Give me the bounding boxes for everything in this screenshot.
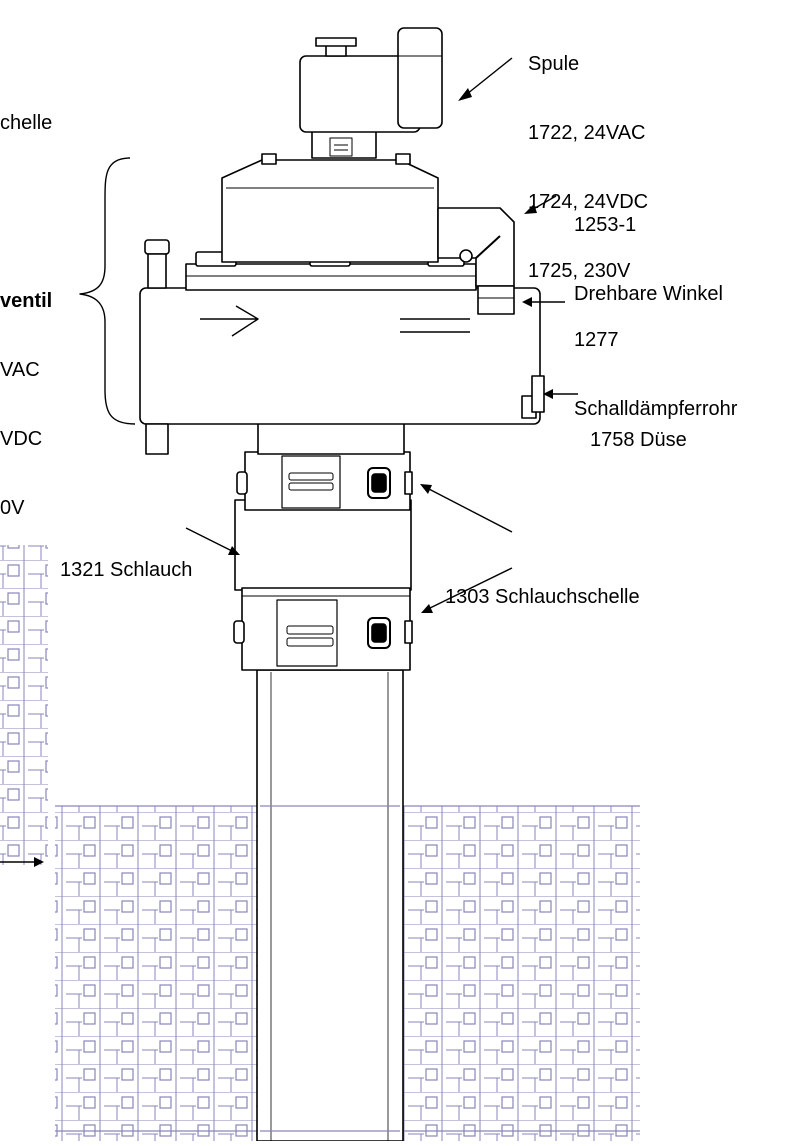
label-winkel-line-2: Drehbare Winkel (574, 283, 723, 305)
label-left-cut-top: chelle (0, 112, 53, 134)
label-left-cut-ventil-line-4: 0V (0, 497, 25, 519)
label-winkel: 1253-1 Drehbare Winkel (574, 168, 723, 329)
solenoid-coil (299, 27, 443, 133)
label-spule: Spule 1722, 24VAC 1724, 24VDC 1725, 230V (528, 7, 648, 306)
label-spule-line-2: 1722, 24VAC (528, 122, 646, 144)
label-schalldaempfer: 1277 Schalldämpferrohr (574, 283, 737, 444)
label-duese: 1758 Düse (590, 429, 687, 451)
mesh-left-lower (55, 806, 260, 1141)
label-left-cut-ventil-line-3: VDC (0, 428, 43, 450)
label-spule-line-4: 1725, 230V (528, 260, 631, 282)
label-schlauch: 1321 Schlauch (60, 559, 193, 581)
label-left-cut-ventil-line-1: ventil (0, 290, 53, 312)
diaphragm-housing (221, 153, 439, 263)
label-left-cut-ventil: ventil VAC VDC 0V (0, 244, 52, 543)
hose (234, 499, 412, 591)
filter-mesh (0, 545, 640, 1141)
mesh-right (398, 806, 640, 1141)
label-spule-line-3: 1724, 24VDC (528, 191, 649, 213)
valve-body (139, 287, 545, 455)
label-schlauchschelle: 1303 Schlauchschelle (445, 586, 640, 608)
left-brace (79, 157, 136, 425)
leader-lines (0, 57, 578, 867)
pilot-stem (311, 129, 377, 159)
label-winkel-line-1: 1253-1 (574, 214, 637, 236)
mesh-left-upper (0, 545, 48, 865)
label-left-cut-ventil-line-2: VAC (0, 359, 40, 381)
label-schalldaempfer-line-2: Schalldämpferrohr (574, 398, 738, 420)
hose-clamp-upper (236, 451, 413, 511)
swivel-elbow (437, 207, 515, 315)
valve-drawing-lines (79, 27, 545, 1142)
label-spule-line-1: Spule (528, 53, 580, 75)
valve-outlet (257, 421, 405, 455)
hose-clamp-lower (233, 587, 413, 671)
blow-pipe (256, 669, 404, 1142)
label-schalldaempfer-line-1: 1277 (574, 329, 619, 351)
